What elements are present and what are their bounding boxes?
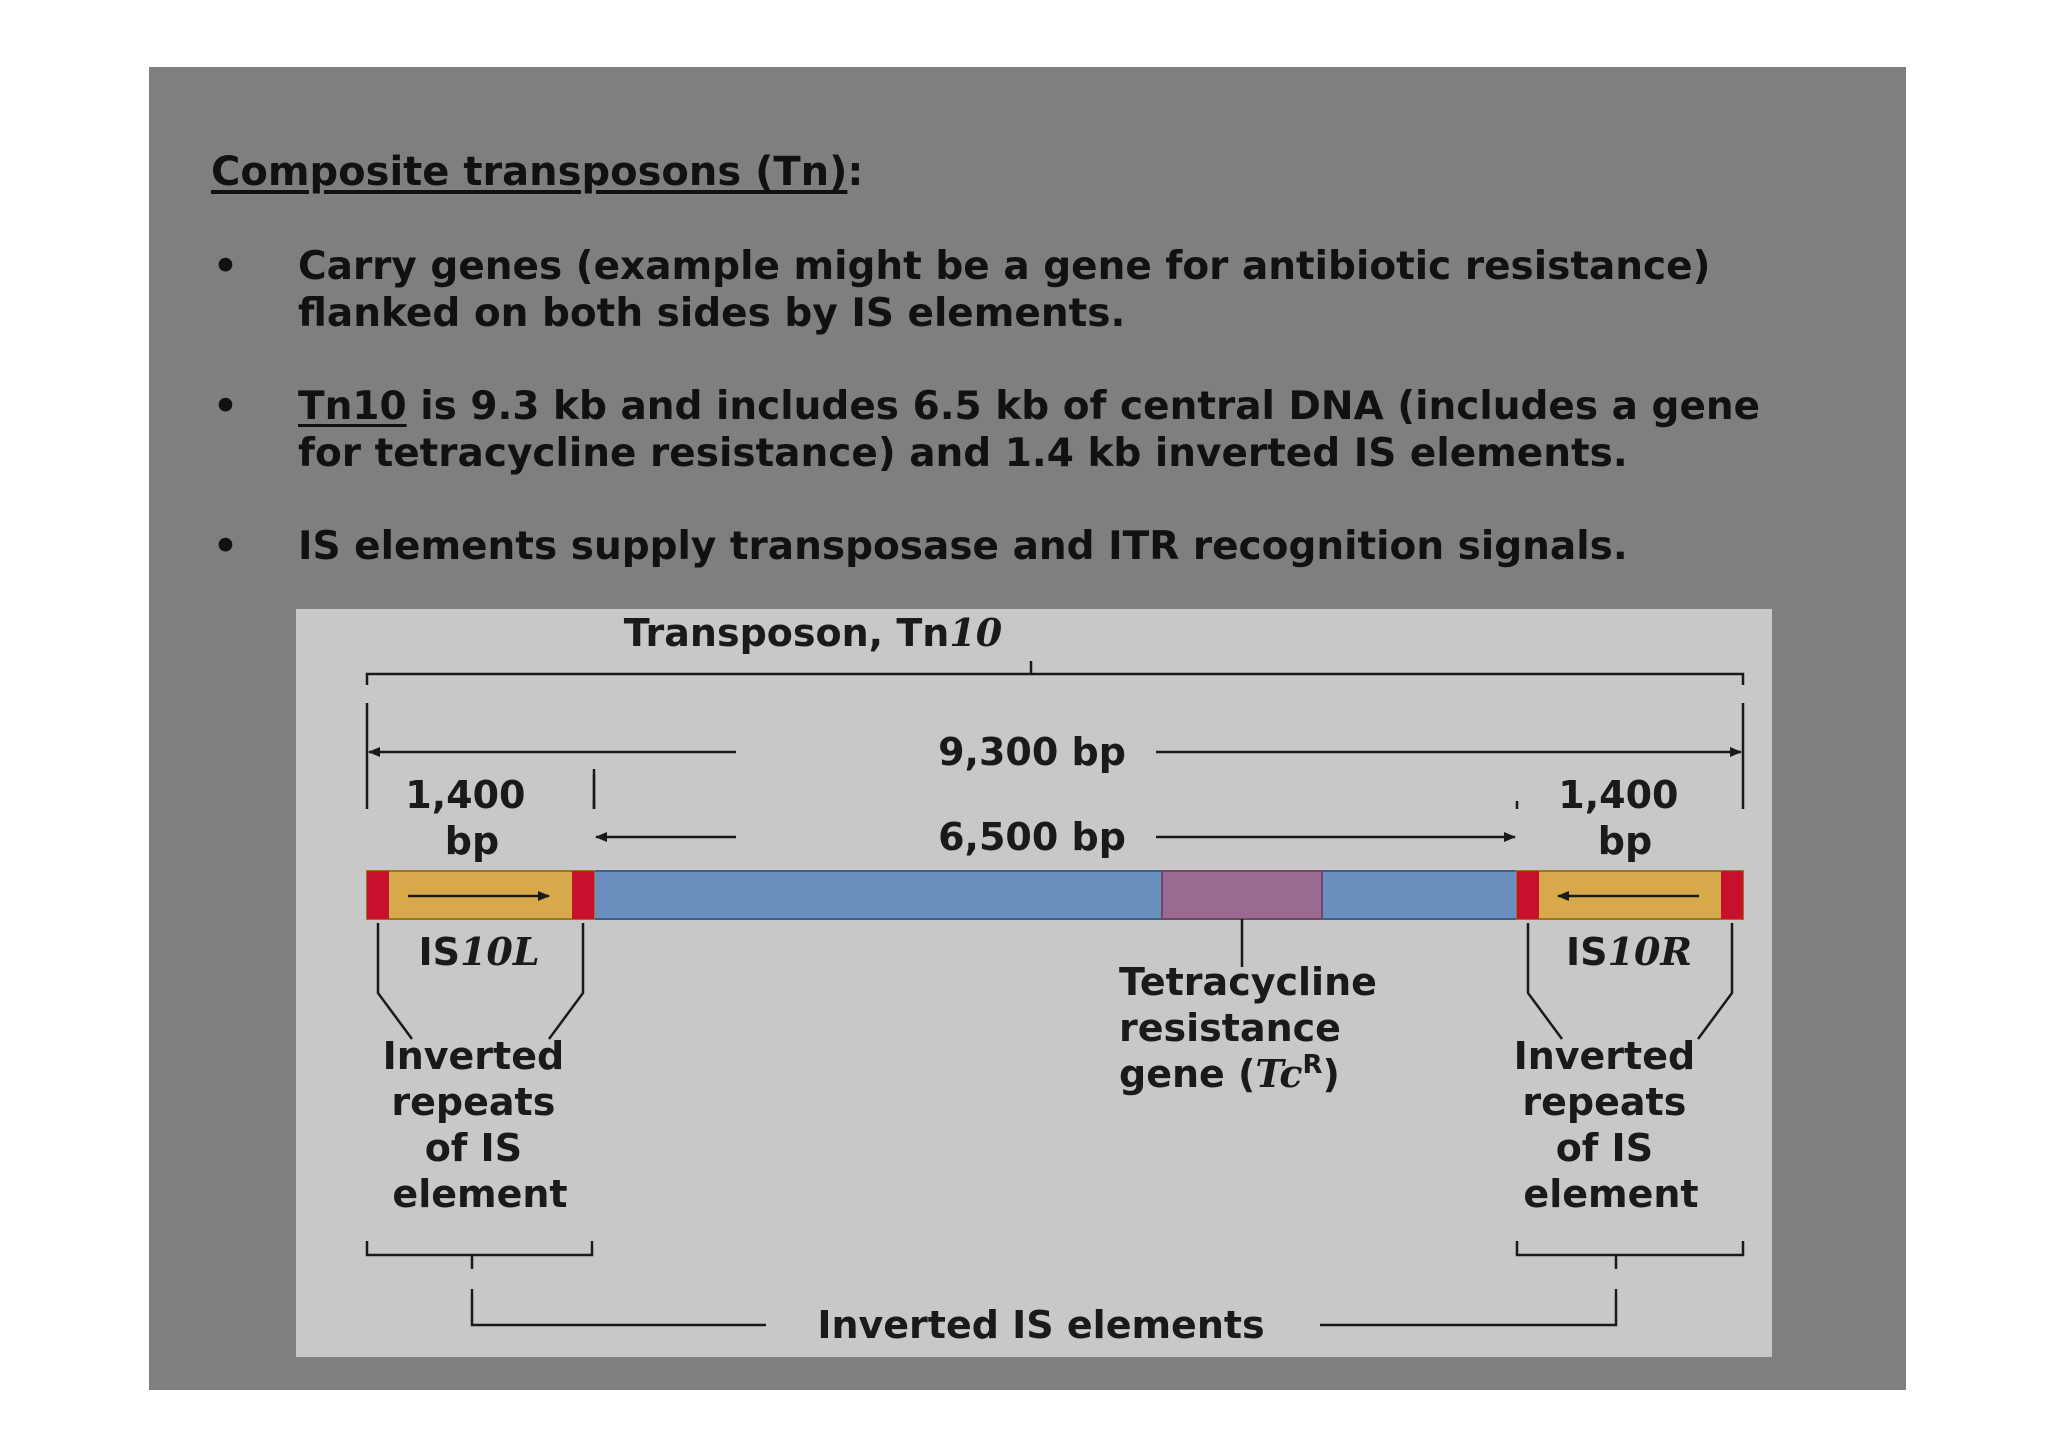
left-is-name-italic: 10L bbox=[460, 929, 540, 974]
bullet-marker: • bbox=[213, 384, 238, 429]
left-is-name: IS10L bbox=[418, 929, 539, 974]
inverted-repeat-left-inner bbox=[572, 871, 594, 919]
tn10-term: Tn10 bbox=[298, 384, 407, 429]
figure-title-italic: 10 bbox=[949, 610, 1002, 655]
tet-gene-superscript: R bbox=[1302, 1050, 1322, 1080]
bullet-text: Tn10 is 9.3 kb and includes 6.5 kb of ce… bbox=[298, 383, 1858, 477]
right-is-length-unit: bp bbox=[1598, 819, 1652, 863]
tet-gene-line: Tetracycline bbox=[1119, 960, 1377, 1004]
left-repeats-line: repeats bbox=[391, 1080, 555, 1124]
bullet-marker: • bbox=[213, 244, 238, 289]
right-repeats-line: element bbox=[1523, 1172, 1698, 1216]
right-repeats-line: repeats bbox=[1522, 1080, 1686, 1124]
bullet-text: Carry genes (example might be a gene for… bbox=[298, 243, 1858, 337]
central-length-label: 6,500 bp bbox=[938, 815, 1126, 859]
left-is-length: 1,400 bp bbox=[405, 773, 538, 863]
right-is-name: IS10R bbox=[1566, 929, 1692, 974]
inverted-repeat-right-outer bbox=[1721, 871, 1743, 919]
bullet-marker: • bbox=[213, 524, 238, 569]
right-repeats-line: Inverted bbox=[1514, 1034, 1696, 1078]
right-is-length-value: 1,400 bbox=[1558, 773, 1678, 817]
figure-background bbox=[296, 609, 1772, 1357]
bullet-text: IS elements supply transposase and ITR r… bbox=[298, 523, 1858, 570]
repeat-leader-lines bbox=[376, 919, 1734, 1040]
left-repeats-label: Inverted repeats of IS element bbox=[383, 1034, 578, 1216]
inverted-is-elements-label: Inverted IS elements bbox=[817, 1303, 1264, 1347]
right-repeats-line: of IS bbox=[1556, 1126, 1653, 1170]
figure-title: Transposon, Tn10 bbox=[624, 610, 1003, 655]
bullet-line: IS elements supply transposase and ITR r… bbox=[298, 524, 1628, 569]
right-is-length: 1,400 bp bbox=[1558, 773, 1691, 863]
right-is-name-prefix: IS bbox=[1566, 930, 1608, 974]
left-is-name-prefix: IS bbox=[418, 930, 460, 974]
tn10-diagram: Transposon, Tn10 9,300 bp 6,500 bp 1,400… bbox=[296, 609, 1772, 1357]
slide-title: Composite transposons (Tn): bbox=[211, 149, 863, 195]
tet-gene-symbol: Tc bbox=[1255, 1051, 1302, 1096]
central-dna-segment bbox=[591, 870, 1518, 920]
tet-gene-line: gene (TcR) bbox=[1119, 1050, 1340, 1096]
bullet-line: for tetracycline resistance) and 1.4 kb … bbox=[298, 431, 1628, 476]
left-repeats-line: Inverted bbox=[383, 1034, 565, 1078]
total-length-label: 9,300 bp bbox=[938, 730, 1126, 774]
bullet-line: Tn10 is 9.3 kb and includes 6.5 kb of ce… bbox=[298, 383, 1858, 430]
slide-title-text: Composite transposons (Tn) bbox=[211, 149, 848, 195]
tn10-dna-bar bbox=[366, 870, 1744, 920]
bullet-line: flanked on both sides by IS elements. bbox=[298, 291, 1126, 336]
slide-title-colon: : bbox=[847, 149, 864, 195]
bullet-line-rest: is 9.3 kb and includes 6.5 kb of central… bbox=[406, 384, 1761, 429]
right-repeats-label: Inverted repeats of IS element bbox=[1514, 1034, 1709, 1216]
tet-gene-segment bbox=[1161, 870, 1323, 920]
left-is-length-value: 1,400 bbox=[405, 773, 525, 817]
right-is-name-italic: 10R bbox=[1608, 929, 1692, 974]
tet-gene-label: Tetracycline resistance gene (TcR) bbox=[1119, 960, 1390, 1096]
inverted-repeat-right-inner bbox=[1517, 871, 1539, 919]
tet-gene-line: resistance bbox=[1119, 1006, 1341, 1050]
figure-title-prefix: Transposon, Tn bbox=[624, 611, 950, 655]
left-repeats-line: of IS bbox=[425, 1126, 522, 1170]
left-is-length-unit: bp bbox=[445, 819, 499, 863]
left-repeats-line: element bbox=[392, 1172, 567, 1216]
bottom-brackets bbox=[365, 1241, 1745, 1327]
bullet-line: Carry genes (example might be a gene for… bbox=[298, 244, 1711, 289]
tet-gene-prefix: gene ( bbox=[1119, 1052, 1255, 1096]
inverted-repeat-left-outer bbox=[367, 871, 389, 919]
top-bracket bbox=[365, 661, 1745, 685]
tet-gene-suffix: ) bbox=[1323, 1052, 1340, 1096]
